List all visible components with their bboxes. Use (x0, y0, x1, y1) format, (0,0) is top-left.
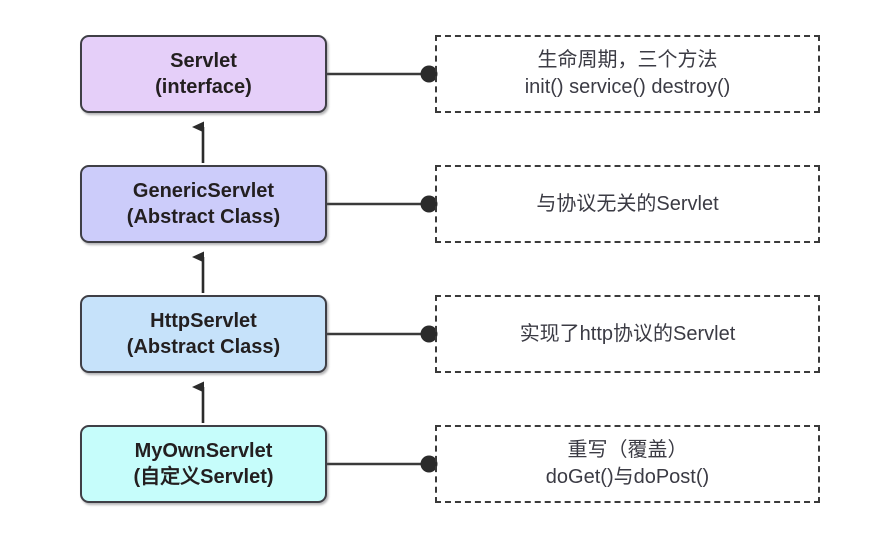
note-line-1-servlet: 生命周期，三个方法 (537, 49, 718, 71)
class-kind-http-servlet: (Abstract Class) (126, 336, 281, 358)
note-line-1-http-servlet: 实现了http协议的Servlet (519, 322, 736, 345)
note-line-2-my-own-servlet: doGet()与doPost() (545, 466, 710, 488)
note-connector-my-own-servlet (327, 455, 438, 473)
class-box-http-servlet[interactable]: HttpServlet (Abstract Class) (80, 295, 327, 373)
class-kind-generic-servlet: (Abstract Class) (126, 206, 281, 228)
class-box-my-own-servlet[interactable]: MyOwnServlet (自定义Servlet) (80, 425, 327, 503)
class-name-generic-servlet: GenericServlet (132, 180, 275, 202)
class-box-generic-servlet[interactable]: GenericServlet (Abstract Class) (80, 165, 327, 243)
note-connector-http-servlet (327, 325, 438, 343)
class-name-servlet: Servlet (170, 50, 237, 72)
class-kind-my-own-servlet: (自定义Servlet) (133, 466, 274, 488)
note-line-1-my-own-servlet: 重写（覆盖） (567, 439, 688, 461)
class-name-http-servlet: HttpServlet (150, 310, 257, 332)
note-box-generic-servlet[interactable]: 与协议无关的Servlet (435, 165, 820, 243)
note-line-2-servlet: init() service() destroy() (524, 76, 731, 98)
note-box-my-own-servlet[interactable]: 重写（覆盖） doGet()与doPost() (435, 425, 820, 503)
class-box-servlet[interactable]: Servlet (interface) (80, 35, 327, 113)
class-name-my-own-servlet: MyOwnServlet (134, 440, 273, 462)
class-kind-servlet: (interface) (155, 76, 252, 98)
note-connector-servlet (327, 65, 438, 83)
note-box-servlet[interactable]: 生命周期，三个方法 init() service() destroy() (435, 35, 820, 113)
note-line-1-generic-servlet: 与协议无关的Servlet (536, 192, 719, 215)
note-box-http-servlet[interactable]: 实现了http协议的Servlet (435, 295, 820, 373)
note-connector-generic-servlet (327, 195, 438, 213)
